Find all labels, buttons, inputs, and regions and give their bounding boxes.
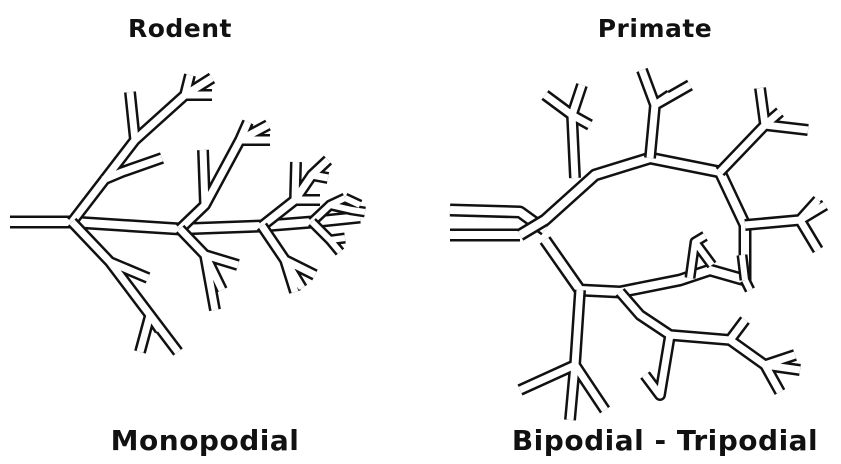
rodent-tree-outline	[10, 75, 365, 352]
rodent-branch-upper-1-inner	[72, 75, 212, 222]
primate-branch-lower-left	[520, 290, 605, 420]
primate-bipodial-tree	[450, 70, 825, 420]
primate-loop-inner	[520, 158, 745, 292]
primate-branch-upper-right-inner	[720, 88, 808, 172]
rodent-branch-lower-1-inner	[72, 222, 178, 352]
bipodial-tripodial-caption: Bipodial - Tripodial	[500, 424, 830, 457]
monopodial-caption: Monopodial	[90, 424, 320, 457]
rodent-branch-lower-3-inner	[262, 226, 315, 292]
